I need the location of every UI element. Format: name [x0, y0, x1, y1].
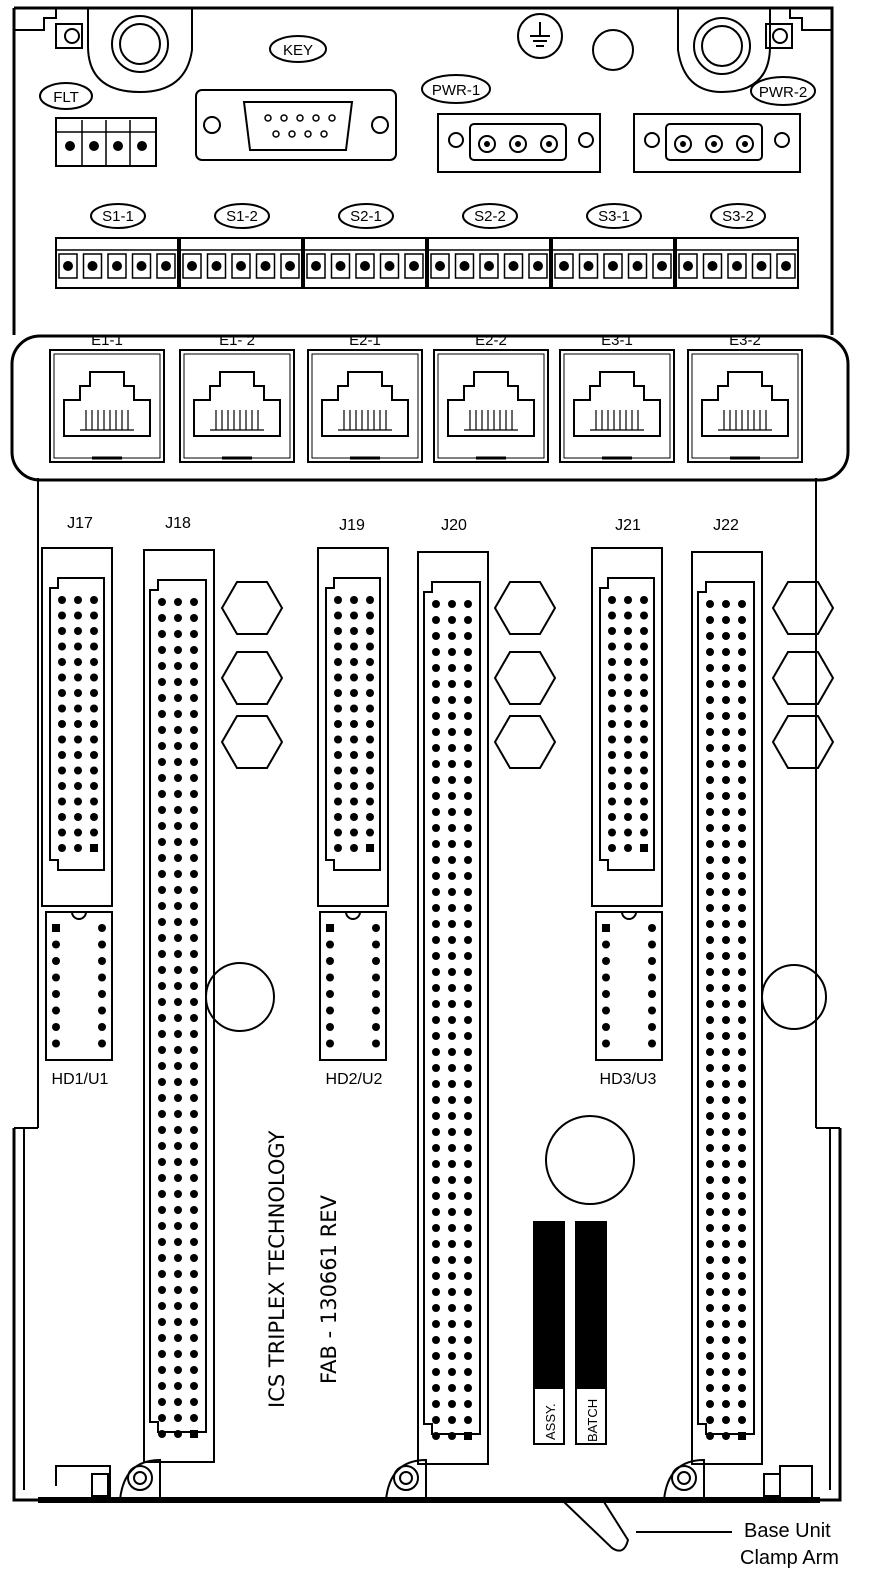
- header-socket-3: [595, 911, 663, 1061]
- hex-standoff: [220, 651, 284, 705]
- key-label: KEY: [283, 42, 313, 59]
- ethernet-label: E1-1: [91, 332, 123, 349]
- serial-label: S3-1: [598, 208, 630, 225]
- ethernet-port-5: E3-1: [559, 332, 675, 463]
- hex-standoff: [493, 651, 557, 705]
- flt-connector: [39, 82, 157, 167]
- serial-terminal-row: S1-1 S1-2 S2-1 S2-2 S3-1 S3-2: [55, 203, 799, 289]
- ethernet-panel: [10, 334, 850, 482]
- slot-connectors: [41, 547, 763, 1465]
- pwr1-label: PWR-1: [432, 82, 480, 99]
- hex-standoffs: [220, 581, 835, 769]
- callout-clamp-arm: Clamp Arm: [740, 1547, 839, 1569]
- header-label-hd1: HD1/U1: [52, 1071, 109, 1088]
- ethernet-label: E2-1: [349, 332, 381, 349]
- ethernet-label: E3-2: [729, 332, 761, 349]
- serial-label: S2-1: [350, 208, 382, 225]
- serial-label: S3-2: [722, 208, 754, 225]
- short-slot-3: [591, 547, 663, 907]
- header-label-hd3: HD3/U3: [600, 1071, 657, 1088]
- key-connector: [195, 35, 397, 161]
- short-slot-2: [317, 547, 389, 907]
- assy-label: ASSY.: [543, 1403, 558, 1440]
- ethernet-label: E1- 2: [219, 332, 255, 349]
- serial-label: S2-2: [474, 208, 506, 225]
- long-slot-1: [143, 549, 215, 1463]
- silk-text-line2: FAB - 130661 REV: [317, 1194, 341, 1384]
- hex-standoff: [771, 581, 835, 635]
- ethernet-label: E2-2: [475, 332, 507, 349]
- serial-connector-6: S3-2: [675, 203, 799, 289]
- flt-label: FLT: [53, 89, 79, 106]
- header-sockets: [45, 911, 663, 1061]
- slot-label-j20: J20: [441, 517, 467, 534]
- slot-label-j17: J17: [67, 515, 93, 532]
- mounting-holes: [111, 15, 827, 1205]
- pwr1-connector: [421, 74, 601, 173]
- header-label-hd2: HD2/U2: [326, 1071, 383, 1088]
- serial-connector-3: S2-1: [303, 203, 427, 289]
- ethernet-port-1: E1-1: [49, 332, 165, 463]
- ethernet-port-2: E1- 2: [179, 332, 295, 463]
- serial-label: S1-2: [226, 208, 258, 225]
- slot-label-j22: J22: [713, 517, 739, 534]
- ground-icon: [517, 13, 563, 59]
- long-slot-3: [691, 551, 763, 1465]
- callout-base-unit: Base Unit: [744, 1520, 831, 1542]
- hex-standoff: [220, 581, 284, 635]
- slot-label-j19: J19: [339, 517, 365, 534]
- batch-label: BATCH: [585, 1399, 600, 1442]
- ethernet-port-4: E2-2: [433, 332, 549, 463]
- chassis-outline: [12, 6, 842, 1503]
- header-socket-2: [319, 911, 387, 1061]
- hex-standoff: [220, 715, 284, 769]
- ethernet-port-3: E2-1: [307, 332, 423, 463]
- serial-connector-4: S2-2: [427, 203, 551, 289]
- hex-standoff: [771, 651, 835, 705]
- serial-label: S1-1: [102, 208, 134, 225]
- bottom-mounts: [55, 1458, 813, 1501]
- hex-standoff: [771, 715, 835, 769]
- slot-label-j18: J18: [165, 515, 191, 532]
- silk-text-line1: ICS TRIPLEX TECHNOLOGY: [265, 1130, 289, 1408]
- long-slot-2: [417, 551, 489, 1465]
- serial-connector-2: S1-2: [179, 203, 303, 289]
- serial-connector-5: S3-1: [551, 203, 675, 289]
- clamp-arm: [563, 1501, 732, 1552]
- label-strips: [533, 1221, 607, 1445]
- ethernet-port-row: E1-1 E1- 2 E2-1 E2-2 E3-1 E3-2: [49, 332, 803, 463]
- pwr2-label: PWR-2: [759, 84, 807, 101]
- slot-label-j21: J21: [615, 517, 641, 534]
- header-socket-1: [45, 911, 113, 1061]
- hex-standoff: [493, 715, 557, 769]
- short-slot-1: [41, 547, 113, 907]
- text-labels: KEY FLT PWR-1 PWR-2 J17 J18 J19 J20 J21 …: [52, 42, 839, 1569]
- serial-connector-1: S1-1: [55, 203, 179, 289]
- hex-standoff: [493, 581, 557, 635]
- ethernet-label: E3-1: [601, 332, 633, 349]
- pwr2-connector: [633, 76, 816, 173]
- ethernet-port-6: E3-2: [687, 332, 803, 463]
